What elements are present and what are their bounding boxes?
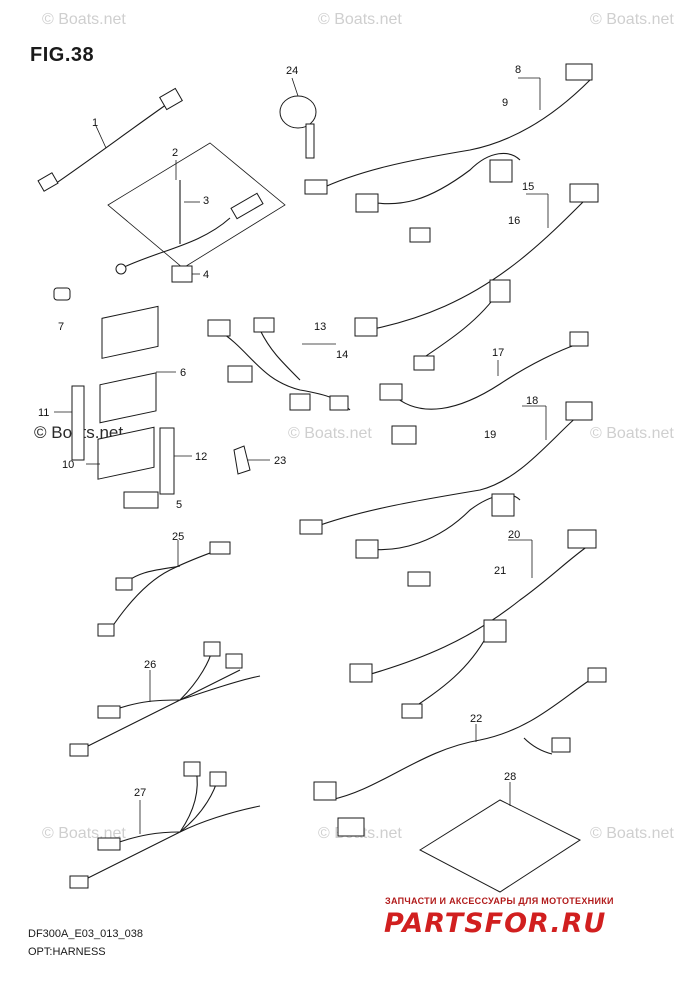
watermark: © Boats.net <box>590 11 674 28</box>
callout-20: 20 <box>508 529 520 541</box>
callout-16: 16 <box>508 215 520 227</box>
controller-assembly <box>54 305 192 509</box>
watermark: © Boats.net <box>288 425 372 442</box>
callout-14: 14 <box>336 349 348 361</box>
callout-22: 22 <box>470 713 482 725</box>
callout-13: 13 <box>314 321 326 333</box>
part-8-harness <box>304 63 593 243</box>
callout-4: 4 <box>203 269 209 281</box>
figure-title: FIG.38 <box>30 44 95 66</box>
part-13-harness <box>207 317 351 411</box>
callout-23: 23 <box>274 455 286 467</box>
part-27-harness <box>69 761 261 889</box>
callout-7: 7 <box>58 321 64 333</box>
callout-9: 9 <box>502 97 508 109</box>
callout-17: 17 <box>492 347 504 359</box>
callout-3: 3 <box>203 195 209 207</box>
callout-5: 5 <box>176 499 182 511</box>
callout-10: 10 <box>62 459 74 471</box>
part-17-harness <box>379 331 589 445</box>
part-28-bag <box>418 782 582 893</box>
callout-19: 19 <box>484 429 496 441</box>
callout-18: 18 <box>526 395 538 407</box>
callout-6: 6 <box>180 367 186 379</box>
callout-1: 1 <box>92 117 98 129</box>
part-22-harness <box>313 667 607 837</box>
part-15-harness <box>354 183 599 371</box>
part-7-cap <box>53 287 71 301</box>
drawing-name: OPT:HARNESS <box>28 946 106 958</box>
callout-12: 12 <box>195 451 207 463</box>
callout-25: 25 <box>172 531 184 543</box>
part-18-harness <box>299 401 593 587</box>
callout-27: 27 <box>134 787 146 799</box>
part-24-relay <box>279 77 317 159</box>
watermark: © Boats.net <box>318 11 402 28</box>
callouts: 1 2 3 4 5 6 7 8 9 10 11 12 13 14 15 16 1… <box>38 64 538 799</box>
callout-21: 21 <box>494 565 506 577</box>
part-26-harness <box>69 641 261 757</box>
brand-tagline: ЗАПЧАСТИ И АКСЕССУАРЫ ДЛЯ МОТОТЕХНИКИ <box>385 896 614 906</box>
brand-logo: PARTSFOR.RU <box>384 908 607 939</box>
drawing-code: DF300A_E03_013_038 <box>28 928 143 940</box>
part-23-boot <box>233 445 251 475</box>
part-1-cable <box>37 87 183 192</box>
callout-8: 8 <box>515 64 521 76</box>
watermark: © Boats.net <box>590 425 674 442</box>
part-2-kit <box>107 142 286 283</box>
watermark: © Boats.net <box>42 11 126 28</box>
callout-2: 2 <box>172 147 178 159</box>
part-20-harness <box>349 529 597 719</box>
watermark: © Boats.net <box>590 825 674 842</box>
callout-28: 28 <box>504 771 516 783</box>
callout-15: 15 <box>522 181 534 193</box>
part-25-harness <box>97 540 231 637</box>
callout-26: 26 <box>144 659 156 671</box>
callout-11: 11 <box>38 407 49 419</box>
callout-24: 24 <box>286 65 298 77</box>
watermarks: © Boats.net © Boats.net © Boats.net © Bo… <box>34 11 674 842</box>
